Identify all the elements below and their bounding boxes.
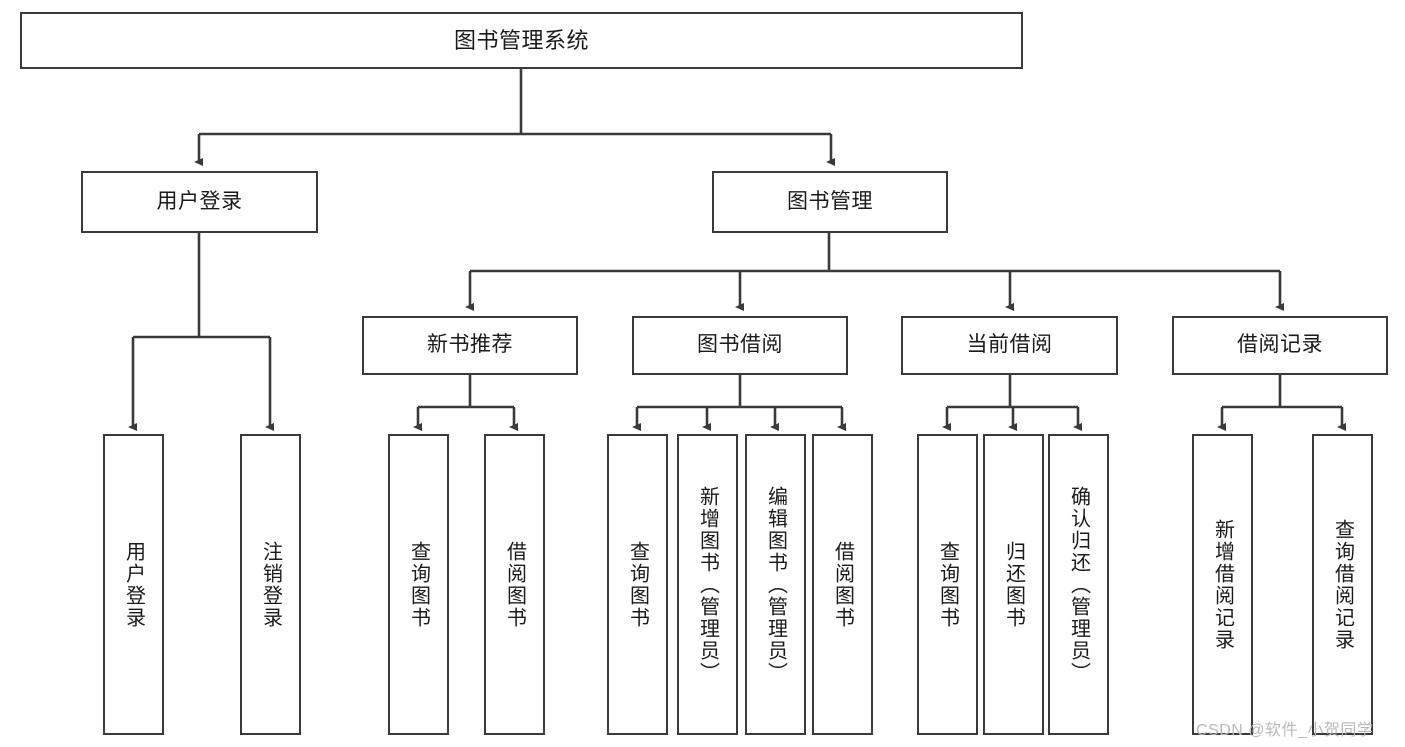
node-current-borrow[interactable]: 当前借阅 [901, 316, 1118, 375]
node-label: 注销登录 [259, 540, 282, 629]
node-label: 图书管理系统 [453, 27, 589, 53]
watermark-text: CSDN @软件_小贺同学 [1196, 722, 1374, 739]
node-root-system[interactable]: 图书管理系统 [20, 12, 1023, 69]
node-label: 当前借阅 [966, 333, 1053, 357]
node-label: 查询图书 [936, 540, 959, 629]
node-label: 借阅图书 [831, 540, 854, 629]
leaf-user-login-login[interactable]: 用户登录 [103, 434, 164, 735]
node-label: 新书推荐 [427, 333, 513, 357]
leaf-current-borrow-confirm-return-admin[interactable]: 确认归还（管理员） [1048, 434, 1109, 735]
node-label: 新增图书（管理员） [696, 485, 719, 684]
leaf-new-book-rec-query-book[interactable]: 查询图书 [388, 434, 449, 735]
node-label: 借阅图书 [503, 540, 526, 629]
node-borrow-record[interactable]: 借阅记录 [1172, 316, 1388, 375]
leaf-current-borrow-query-book[interactable]: 查询图书 [917, 434, 978, 735]
leaf-new-book-rec-borrow-book[interactable]: 借阅图书 [484, 434, 545, 735]
node-label: 查询借阅记录 [1331, 518, 1354, 651]
node-label: 图书管理 [787, 189, 873, 213]
node-label: 用户登录 [122, 540, 145, 629]
leaf-borrow-record-query-record[interactable]: 查询借阅记录 [1312, 434, 1373, 735]
leaf-user-login-logout[interactable]: 注销登录 [240, 434, 301, 735]
leaf-book-borrow-query-book[interactable]: 查询图书 [607, 434, 668, 735]
node-book-management[interactable]: 图书管理 [712, 171, 948, 233]
leaf-borrow-record-add-record[interactable]: 新增借阅记录 [1192, 434, 1253, 735]
node-label: 归还图书 [1002, 540, 1025, 629]
leaf-book-borrow-borrow-book[interactable]: 借阅图书 [812, 434, 873, 735]
node-book-borrow[interactable]: 图书借阅 [632, 316, 848, 375]
node-label: 新增借阅记录 [1211, 518, 1234, 651]
node-label: 图书借阅 [697, 333, 783, 357]
node-label: 查询图书 [407, 540, 430, 629]
leaf-current-borrow-return-book[interactable]: 归还图书 [983, 434, 1044, 735]
node-label: 查询图书 [626, 540, 649, 629]
node-label: 用户登录 [156, 189, 243, 213]
leaf-book-borrow-add-book-admin[interactable]: 新增图书（管理员） [677, 434, 738, 735]
node-label: 编辑图书（管理员） [764, 485, 787, 684]
node-label: 借阅记录 [1237, 333, 1323, 357]
node-user-login[interactable]: 用户登录 [81, 171, 318, 233]
node-label: 确认归还（管理员） [1067, 485, 1090, 684]
node-new-book-recommendation[interactable]: 新书推荐 [362, 316, 578, 375]
leaf-book-borrow-edit-book-admin[interactable]: 编辑图书（管理员） [745, 434, 806, 735]
